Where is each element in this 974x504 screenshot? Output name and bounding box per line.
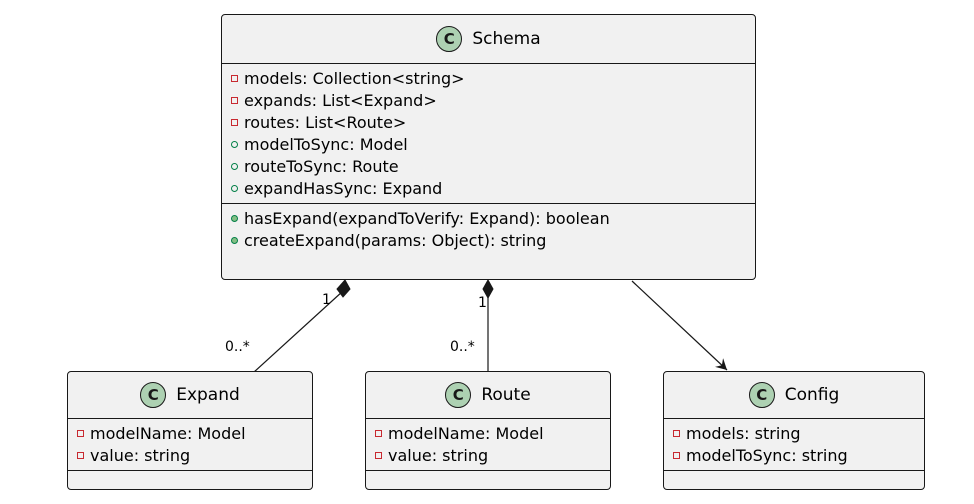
- attribute-row: expandHasSync: Expand: [222, 177, 755, 199]
- public-field-icon: [231, 184, 238, 192]
- class-name: Config: [784, 385, 840, 405]
- class-header: C Route: [366, 372, 610, 419]
- attribute-row: routeToSync: Route: [222, 155, 755, 177]
- attribute-row: modelName: Model: [68, 422, 312, 444]
- class-route[interactable]: C Route modelName: Model value: string: [365, 371, 611, 490]
- association-line-schema-config: [631, 280, 728, 371]
- private-field-icon: [77, 429, 84, 437]
- methods-section: [366, 471, 610, 481]
- private-field-icon: [77, 451, 84, 459]
- class-name: Route: [481, 385, 531, 405]
- class-config[interactable]: C Config models: string modelToSync: str…: [663, 371, 925, 490]
- private-field-icon: [231, 118, 238, 126]
- public-method-icon: [231, 236, 238, 244]
- attribute-row: modelName: Model: [366, 422, 610, 444]
- attribute-row: models: string: [664, 422, 924, 444]
- attribute-row: expands: List<Expand>: [222, 89, 755, 111]
- class-header: C Schema: [222, 15, 755, 64]
- composition-diamond-schema-expand: [336, 279, 351, 298]
- attribute-row: value: string: [366, 444, 610, 466]
- private-field-icon: [231, 96, 238, 104]
- private-field-icon: [673, 429, 680, 437]
- composition-diamond-schema-route: [482, 278, 494, 300]
- attribute-row: modelToSync: Model: [222, 133, 755, 155]
- attributes-section: modelName: Model value: string: [366, 419, 610, 471]
- attribute-row: modelToSync: string: [664, 444, 924, 466]
- class-name: Schema: [472, 29, 541, 49]
- attributes-section: models: string modelToSync: string: [664, 419, 924, 471]
- multiplicity-schema-route-target: 0..*: [450, 339, 475, 355]
- methods-section: [664, 471, 924, 481]
- public-method-icon: [231, 214, 238, 222]
- attribute-row: routes: List<Route>: [222, 111, 755, 133]
- private-field-icon: [375, 451, 382, 459]
- multiplicity-schema-route-source: 1: [478, 295, 487, 311]
- private-field-icon: [231, 74, 238, 82]
- class-header: C Config: [664, 372, 924, 419]
- public-field-icon: [231, 162, 238, 170]
- methods-section: [68, 471, 312, 481]
- public-field-icon: [231, 140, 238, 148]
- composition-line-schema-expand: [253, 290, 344, 373]
- multiplicity-schema-expand-target: 0..*: [225, 339, 250, 355]
- class-schema[interactable]: C Schema models: Collection<string> expa…: [221, 14, 756, 280]
- attribute-row: value: string: [68, 444, 312, 466]
- method-row: hasExpand(expandToVerify: Expand): boole…: [222, 207, 755, 229]
- private-field-icon: [375, 429, 382, 437]
- class-c-icon: C: [436, 26, 463, 52]
- class-name: Expand: [176, 385, 240, 405]
- private-field-icon: [673, 451, 680, 459]
- class-header: C Expand: [68, 372, 312, 419]
- class-c-icon: C: [748, 382, 775, 408]
- methods-section: hasExpand(expandToVerify: Expand): boole…: [222, 204, 755, 255]
- attributes-section: modelName: Model value: string: [68, 419, 312, 471]
- class-expand[interactable]: C Expand modelName: Model value: string: [67, 371, 313, 490]
- multiplicity-schema-expand-source: 1: [322, 292, 331, 308]
- method-row: createExpand(params: Object): string: [222, 229, 755, 251]
- class-c-icon: C: [140, 382, 167, 408]
- attribute-row: models: Collection<string>: [222, 67, 755, 89]
- class-c-icon: C: [445, 382, 472, 408]
- attributes-section: models: Collection<string> expands: List…: [222, 64, 755, 204]
